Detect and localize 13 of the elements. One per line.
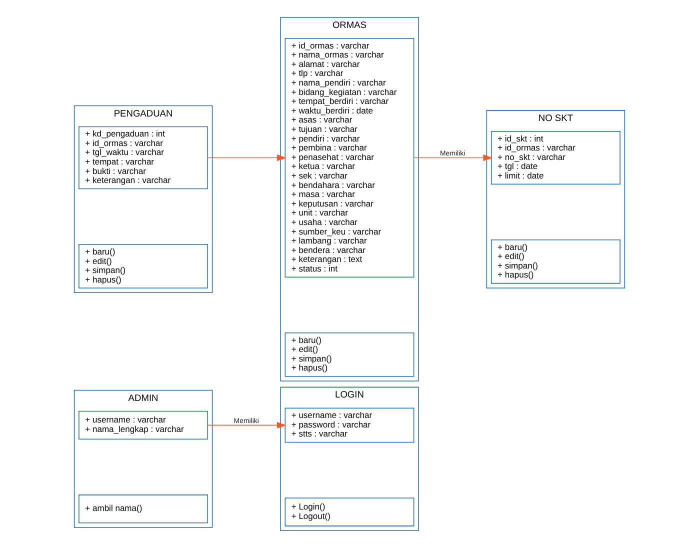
node-box: + baru() + edit() + simpan() + hapus() [490, 240, 620, 284]
arrow [206, 422, 286, 428]
node-box: + Login() + Logout() [284, 498, 414, 526]
node-box: + baru() + edit() + simpan() + hapus() [78, 244, 208, 288]
arrow [413, 154, 492, 161]
node-box: + baru() + edit() + simpan() + hapus() [284, 332, 414, 377]
node-box: + ambil nama() [78, 494, 208, 524]
arrow [206, 154, 286, 161]
node-box: + id_skt : int + id_ormas : varchar + no_skt : varchar + tgl : date + limit : date [490, 130, 620, 184]
node-box: + id_ormas : varchar + nama_ormas : varchar + alamat : varchar + tlp : varchar + nama_pendiri : varchar + bidang_kegiatan : varchar + tempat_berdiri : varchar + waktu_berdiri : date + asas : varchar + tujuan : varchar + pendiri : varchar + pembina : varchar + penasehat : varchar + ketua : varchar + sek : varchar + bendahara : varchar + masa : varchar + keputusan : varchar + unit : varchar + usaha : varchar + sumber_keu : varchar + lambang : varchar + bendera : varchar + keterangan : text + status : int [284, 38, 414, 278]
node-box: + username : varchar + password : varchar + stts : varchar [284, 408, 414, 443]
node-box: + kd_pengaduan : int + id_ormas : varchar + tgl_waktu : varchar + tempat : varchar + bukti : varchar + keterangan : varchar [78, 126, 208, 190]
node-box: + username : varchar + nama_lengkap : varchar [78, 410, 208, 440]
